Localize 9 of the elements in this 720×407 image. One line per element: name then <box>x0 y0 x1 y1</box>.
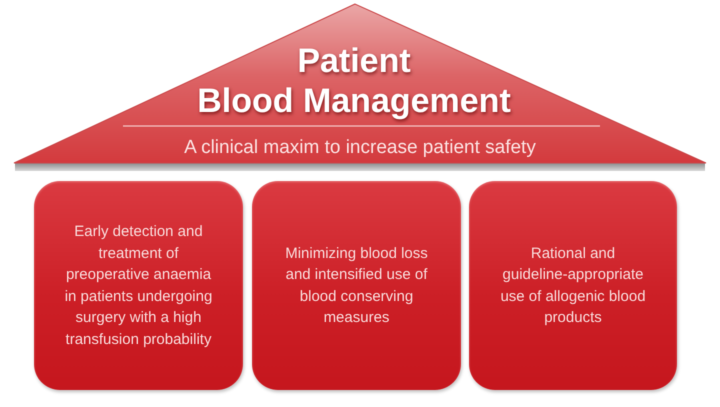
pillar-panel <box>252 181 461 390</box>
pillar-text: Minimizing blood loss and intensified use of blood conserving measures <box>284 244 429 328</box>
pillar-text: Early detection and treatment of preoperative anaemia in patients undergoing surgery with a high transfusion probability <box>64 222 214 350</box>
pillar-text: Rational and guideline-appropriate use of allogenic blood products <box>499 244 647 328</box>
roof-subtitle: A clinical maxim to increase patient safety <box>184 137 536 159</box>
roof-shape <box>12 3 708 171</box>
pillar-panel <box>34 181 243 390</box>
pillar-panel <box>469 181 677 390</box>
roof-title: Patient Blood Management <box>196 41 512 121</box>
